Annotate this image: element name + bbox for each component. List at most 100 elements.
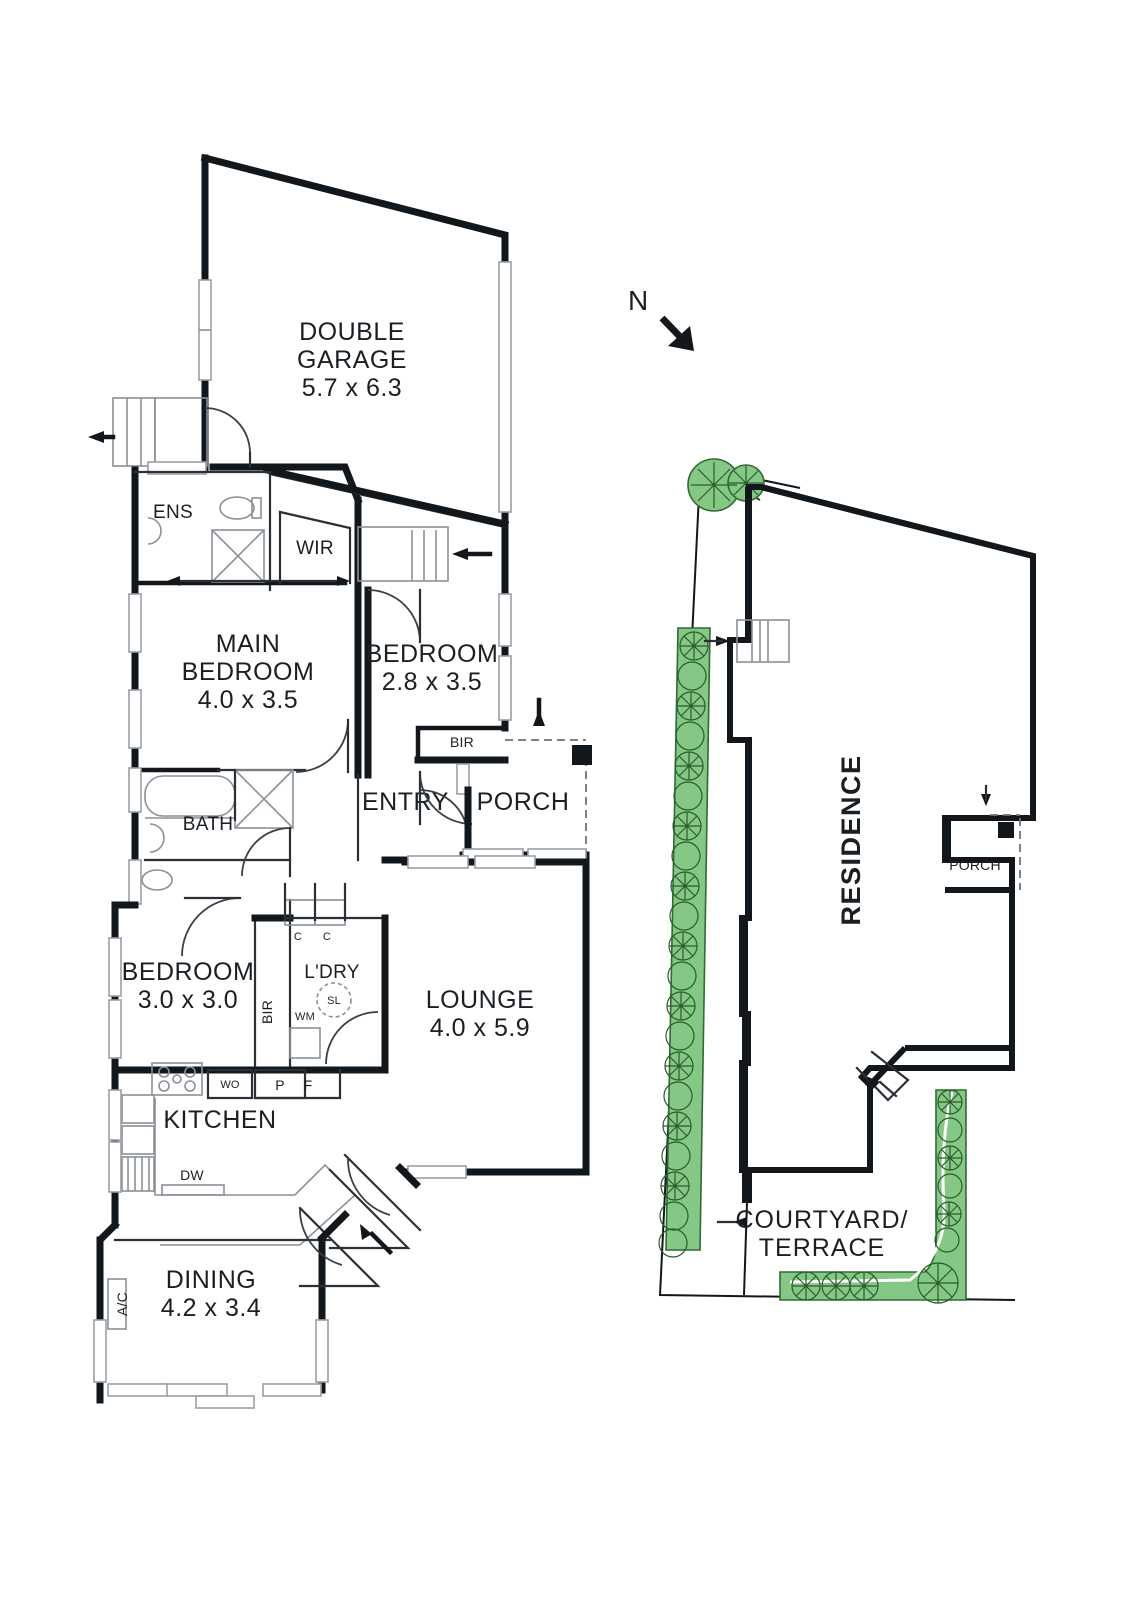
- entry-arrow-side: [88, 431, 104, 443]
- site-porch-label: PORCH: [949, 857, 1001, 873]
- courtyard-door-arrow: [866, 1076, 880, 1090]
- wc-door-arc: [181, 897, 241, 957]
- bedroom-2-area: BEDROOM 2.8 x 3.5 BIR: [364, 586, 512, 779]
- residence-left-lower: [739, 915, 751, 1173]
- double-garage-area: DOUBLE GARAGE 5.7 x 6.3: [198, 153, 512, 594]
- dining-label: DINING: [166, 1266, 257, 1294]
- bedroom-3-dimensions: 3.0 x 3.0: [138, 986, 238, 1014]
- fridge-label: F: [304, 1077, 313, 1093]
- bed2-window-1: [498, 593, 512, 647]
- entry-area: ENTRY: [356, 770, 473, 862]
- main-bedroom-area: MAIN BEDROOM 4.0 x 3.5: [128, 576, 362, 779]
- site-steps-box: [736, 619, 790, 663]
- kitchen-bench: [154, 1098, 357, 1246]
- bath-area: BATH: [128, 766, 294, 957]
- dining-window-left: [93, 1319, 107, 1383]
- hedge-left: [665, 627, 711, 1251]
- bifold-panel-outline-1: [328, 1168, 411, 1250]
- garage-internal-steps: [357, 526, 493, 582]
- courtyard-label-line2: TERRACE: [759, 1234, 885, 1262]
- wir-area: WIR: [278, 496, 362, 587]
- porch-label: PORCH: [477, 788, 570, 816]
- lounge-label: LOUNGE: [426, 986, 535, 1014]
- residence-bottom: [749, 1045, 908, 1173]
- ens-toilet-cistern: [251, 497, 262, 519]
- washing-machine-box: [289, 1027, 321, 1059]
- kitchen-sink-2: [121, 1125, 155, 1155]
- bir-bedroom2-label: BIR: [450, 734, 474, 750]
- bifold-entry-arrow: [360, 1224, 372, 1240]
- main-bedroom-dimensions: 4.0 x 3.5: [198, 686, 298, 714]
- north-compass: N: [628, 285, 694, 351]
- wc-bowl: [141, 869, 173, 891]
- fridge-niche: [253, 1068, 342, 1100]
- residence-porch-notch: [942, 815, 1033, 863]
- north-arrow-head: [668, 326, 694, 351]
- bifold-arc-2: [299, 1207, 343, 1266]
- cooktop-burner-2: [184, 1066, 196, 1078]
- kitchen-area: WO P F DW KITCHEN: [96, 1062, 389, 1404]
- laundry-door-arc: [325, 1011, 379, 1065]
- lounge-window-top-a: [407, 855, 469, 869]
- bathtub: [144, 775, 236, 817]
- porch-post: [572, 745, 592, 765]
- hedge-left-foliage: [658, 631, 709, 1258]
- courtyard-entry-arrow: [733, 1217, 747, 1227]
- aircon-unit: [107, 1278, 127, 1330]
- bifold-jamb-1: [317, 1210, 350, 1243]
- dim-arrow-left: [167, 576, 180, 586]
- site-plan: RESIDENCE PORCH: [658, 458, 1036, 1304]
- courtyard-entry-arrow-group: [716, 1171, 749, 1296]
- lounge-window-top-b: [474, 855, 536, 869]
- internal-steps-box: [357, 526, 449, 582]
- residence-label: RESIDENCE: [836, 754, 866, 925]
- cooktop-burner-3: [158, 1080, 170, 1092]
- tree-group-top: [687, 458, 765, 512]
- residence-courtyard-edge: [905, 860, 1015, 1051]
- bath-window-1: [128, 767, 142, 813]
- bedroom-2-dimensions: 2.8 x 3.5: [382, 668, 482, 696]
- courtyard-path-divider: [743, 1171, 749, 1296]
- lounge-area: LOUNGE 4.0 x 5.9: [381, 855, 590, 1179]
- main-bed-window-2: [128, 689, 142, 749]
- bath-label: BATH: [183, 814, 233, 835]
- aircon-label: A/C: [114, 1292, 130, 1316]
- lounge-dimensions: 4.0 x 5.9: [430, 1014, 530, 1042]
- courtyard-label-line1: COURTYARD/: [736, 1206, 909, 1234]
- bifold-door-group: [298, 1153, 422, 1288]
- laundry-area: C C L'DRY SL WM: [283, 882, 389, 1074]
- bath-window-2: [128, 859, 142, 905]
- dining-window-bottom-c: [195, 1395, 255, 1409]
- lounge-window-bottom: [407, 1165, 467, 1179]
- garage-label-line2: GARAGE: [297, 346, 407, 374]
- bifold-arc-1: [347, 1157, 391, 1216]
- bifold-entry-arrow-tail: [368, 1230, 394, 1256]
- garage-side-entry: [88, 397, 252, 475]
- main-bedroom-label-1: MAIN: [216, 630, 281, 658]
- cooktop-burner-4: [184, 1080, 196, 1092]
- bed3-window-2: [108, 999, 122, 1059]
- cooktop-burner-1: [158, 1066, 170, 1078]
- site-porch: PORCH: [945, 784, 1021, 893]
- bir-bedroom3-label: BIR: [259, 1000, 275, 1024]
- washing-machine-label: WM: [295, 1011, 315, 1023]
- wall-oven-label: WO: [220, 1079, 240, 1091]
- courtyard-door: [855, 1050, 910, 1102]
- laundry-sink-circle: [316, 982, 352, 1018]
- ens-shower-x2: [211, 529, 265, 583]
- ens-basin: [147, 517, 162, 545]
- bedroom-2-label: BEDROOM: [366, 640, 499, 668]
- dim-arrow-right: [337, 576, 350, 586]
- ens-label: ENS: [153, 502, 193, 523]
- bedroom-3-area: BEDROOM 3.0 x 3.0 BIR: [108, 901, 294, 1074]
- kitchen-drainer: [121, 1156, 155, 1192]
- hedge-courtyard-path: [789, 1091, 954, 1284]
- bifold-panel-outline-2: [343, 1153, 422, 1232]
- laundry-label: L'DRY: [304, 962, 359, 983]
- dining-window-right: [315, 1319, 329, 1383]
- side-landing: [154, 397, 208, 467]
- courtyard-door-arrow-tail: [878, 1080, 898, 1098]
- bed3-window-1: [108, 937, 122, 997]
